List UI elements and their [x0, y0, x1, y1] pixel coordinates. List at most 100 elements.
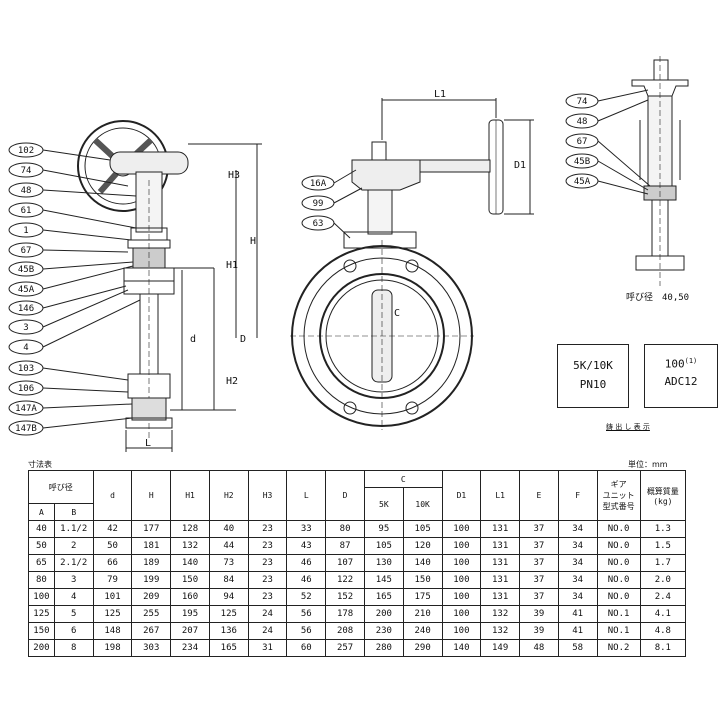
svg-text:67: 67 [577, 137, 588, 147]
table-cell: 34 [557, 520, 598, 538]
callout-left-10: 4 [8, 299, 141, 355]
table-cell: 150 [28, 622, 55, 640]
svg-text:99: 99 [313, 199, 324, 209]
table-cell: 125 [208, 605, 249, 623]
svg-text:45B: 45B [574, 157, 590, 167]
table-cell: 198 [92, 639, 133, 657]
table-cell: 2 [53, 537, 94, 555]
table-cell: 50 [28, 537, 55, 555]
rating-mark-line2: PN10 [579, 378, 607, 391]
table-cell: 1.5 [639, 537, 687, 555]
table-cell: NO.2 [596, 639, 641, 657]
table-cell: 101 [92, 588, 133, 606]
th-C5K: 5K [363, 487, 404, 521]
table-cell: 199 [131, 571, 172, 589]
table-cell: 94 [208, 588, 249, 606]
table-cell: 100 [441, 588, 482, 606]
callout-center-0: 16A [301, 169, 357, 191]
table-cell: 79 [92, 571, 133, 589]
table-cell: 165 [363, 588, 404, 606]
svg-text:147A: 147A [15, 404, 37, 414]
table-cell: 31 [247, 639, 288, 657]
table-cell: 42 [92, 520, 133, 538]
svg-text:45A: 45A [574, 177, 591, 187]
table-cell: 178 [325, 605, 365, 623]
left-callouts: 102 74 48 61 1 67 45B 45A 146 3 4 103 10… [8, 142, 141, 436]
table-cell: 240 [402, 622, 443, 640]
table-cell: 23 [247, 571, 288, 589]
table-cell: 131 [480, 571, 521, 589]
callout-left-2: 48 [8, 182, 137, 198]
side-view-caption: 呼び径 40,50 [626, 293, 690, 303]
center-view [290, 98, 534, 430]
dim-L1: L1 [434, 89, 446, 100]
table-cell: 131 [480, 554, 521, 572]
table-cell: 2.4 [639, 588, 687, 606]
table-cell: 6 [53, 622, 94, 640]
table-cell: 280 [363, 639, 404, 657]
table-cell: 73 [208, 554, 249, 572]
table-cell: 84 [208, 571, 249, 589]
table-cell: 303 [131, 639, 172, 657]
callout-left-4: 1 [8, 222, 132, 241]
table-cell: 8 [53, 639, 94, 657]
table-cell: 60 [286, 639, 327, 657]
th-d: d [92, 470, 133, 521]
callout-left-11: 103 [8, 360, 129, 381]
callout-left-1: 74 [8, 162, 129, 187]
table-cell: 40 [208, 520, 249, 538]
table-cell: 105 [363, 537, 404, 555]
table-cell: 44 [208, 537, 249, 555]
table-cell: 165 [208, 639, 249, 657]
table-cell: 132 [480, 622, 521, 640]
table-cell: 1.7 [639, 554, 687, 572]
dim-D: D [240, 334, 246, 345]
table-cell: 100 [441, 571, 482, 589]
table-cell: 100 [441, 605, 482, 623]
table-cell: 148 [92, 622, 133, 640]
callout-left-9: 3 [8, 289, 129, 335]
table-cell: 189 [131, 554, 172, 572]
table-cell: 56 [286, 622, 327, 640]
callout-left-6: 45B [8, 261, 134, 277]
table-cell: 125 [28, 605, 55, 623]
table-cell: 107 [325, 554, 365, 572]
material-mark-sup: (1) [684, 357, 698, 365]
table-cell: 160 [170, 588, 210, 606]
table-cell: 41 [557, 605, 598, 623]
table-cell: 3 [53, 571, 94, 589]
callout-right-0: 74 [565, 89, 649, 109]
table-cell: 1.3 [639, 520, 687, 538]
th-A: A [28, 503, 55, 521]
table-cell: 255 [131, 605, 172, 623]
table-cell: 208 [325, 622, 365, 640]
table-cell: NO.1 [596, 605, 641, 623]
dim-D1: D1 [514, 160, 526, 171]
table-cell: 23 [247, 537, 288, 555]
material-mark-line2: ADC12 [664, 374, 698, 388]
table-cell: 37 [519, 537, 559, 555]
table-cell: 37 [519, 588, 559, 606]
table-cell: 80 [28, 571, 55, 589]
dim-H1: H1 [226, 260, 238, 271]
table-cell: 210 [402, 605, 443, 623]
material-mark-box: 100(1) ADC12 [644, 344, 718, 408]
table-cell: 181 [131, 537, 172, 555]
svg-text:61: 61 [21, 206, 32, 216]
callout-left-8: 146 [8, 285, 127, 316]
th-D: D [325, 470, 365, 521]
th-nominal: 呼び径 [28, 470, 94, 504]
table-cell: 4.8 [639, 622, 687, 640]
table-cell: 100 [441, 622, 482, 640]
table-cell: 4 [53, 588, 94, 606]
table-cell: 56 [286, 605, 327, 623]
table-cell: 132 [170, 537, 210, 555]
th-L1: L1 [480, 470, 521, 521]
svg-text:102: 102 [18, 146, 34, 156]
table-cell: 200 [363, 605, 404, 623]
table-cell: 40 [28, 520, 55, 538]
table-cell: 58 [557, 639, 598, 657]
